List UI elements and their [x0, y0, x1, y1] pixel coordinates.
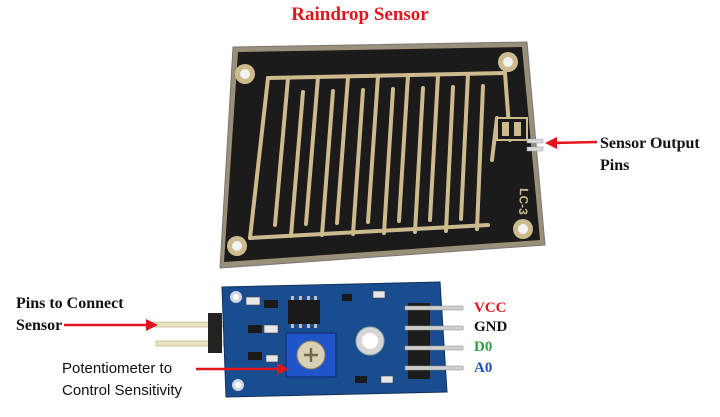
mount-hole-br-inner — [518, 224, 528, 234]
label-potentiometer-line1: Potentiometer to — [62, 360, 173, 377]
pin-label-gnd: GND — [474, 319, 508, 335]
finger-a3 — [335, 75, 350, 225]
header-pin-d0 — [404, 345, 464, 351]
mount-hole-tl-inner — [240, 69, 250, 79]
sensor-traces — [248, 71, 512, 240]
header-pin-vcc — [404, 305, 464, 311]
arrow-potentiometer-head — [277, 363, 289, 375]
finger-b7 — [475, 84, 485, 231]
label-sensor-output-line1: Sensor Output — [600, 135, 700, 152]
callout-arrows — [64, 137, 598, 375]
label-potentiometer-line2: Control Sensitivity — [62, 382, 183, 399]
module-hole-bl-inner — [235, 382, 241, 388]
potentiometer-screw-icon — [304, 348, 318, 362]
header-pin-a0 — [404, 365, 464, 371]
finger-a2 — [304, 75, 320, 226]
finger-b1 — [289, 90, 305, 238]
module-mount-hole-inner — [362, 333, 378, 349]
smd-components — [245, 290, 394, 384]
arrow-sensor-output — [552, 140, 598, 145]
output-pad-1 — [502, 122, 509, 136]
sensor-connect-pins — [149, 313, 227, 353]
connect-header — [208, 313, 222, 353]
potentiometer — [285, 332, 337, 378]
pin-label-a0: A0 — [474, 360, 493, 376]
label-pins-connect-line2: Sensor — [16, 317, 63, 334]
output-pin-1 — [526, 138, 544, 144]
label-sensor-output-line2: Pins — [600, 157, 630, 174]
output-header — [404, 303, 464, 379]
ic-legs — [291, 296, 317, 328]
mount-hole-bl-inner — [232, 241, 242, 251]
module-hole-tl-inner — [233, 294, 239, 300]
pin-label-d0: D0 — [474, 339, 493, 355]
finger-a6 — [428, 73, 440, 222]
output-pin-2 — [526, 146, 544, 152]
arrow-pins-connect-head — [146, 319, 158, 331]
arrow-sensor-output-head — [545, 137, 557, 149]
output-pad — [496, 117, 528, 141]
sensor-module — [149, 281, 464, 398]
pin-label-vcc: VCC — [474, 300, 507, 316]
finger-b5 — [413, 86, 425, 234]
mount-hole-tr-inner — [503, 57, 513, 67]
finger-a1 — [273, 76, 290, 227]
finger-b4 — [382, 87, 395, 235]
finger-b6 — [444, 85, 455, 233]
signal-led — [380, 375, 394, 384]
output-pad-2 — [514, 122, 521, 136]
output-header-body — [408, 303, 430, 379]
comparator-ic — [288, 300, 320, 324]
diagram-title: Raindrop Sensor — [291, 4, 429, 25]
finger-a7 — [459, 72, 470, 221]
finger-a5 — [397, 73, 410, 223]
finger-a4 — [366, 74, 380, 224]
power-led — [372, 290, 386, 299]
board-marking: LC-3 — [516, 188, 531, 215]
finger-b3 — [351, 88, 365, 236]
trace-left-rail — [248, 76, 270, 240]
header-pin-gnd — [404, 325, 464, 331]
raindrop-sensor-plate: LC-3 — [219, 41, 546, 269]
finger-b2 — [320, 89, 335, 237]
trace-top-bus — [266, 71, 507, 80]
label-pins-connect-line1: Pins to Connect — [16, 295, 124, 312]
